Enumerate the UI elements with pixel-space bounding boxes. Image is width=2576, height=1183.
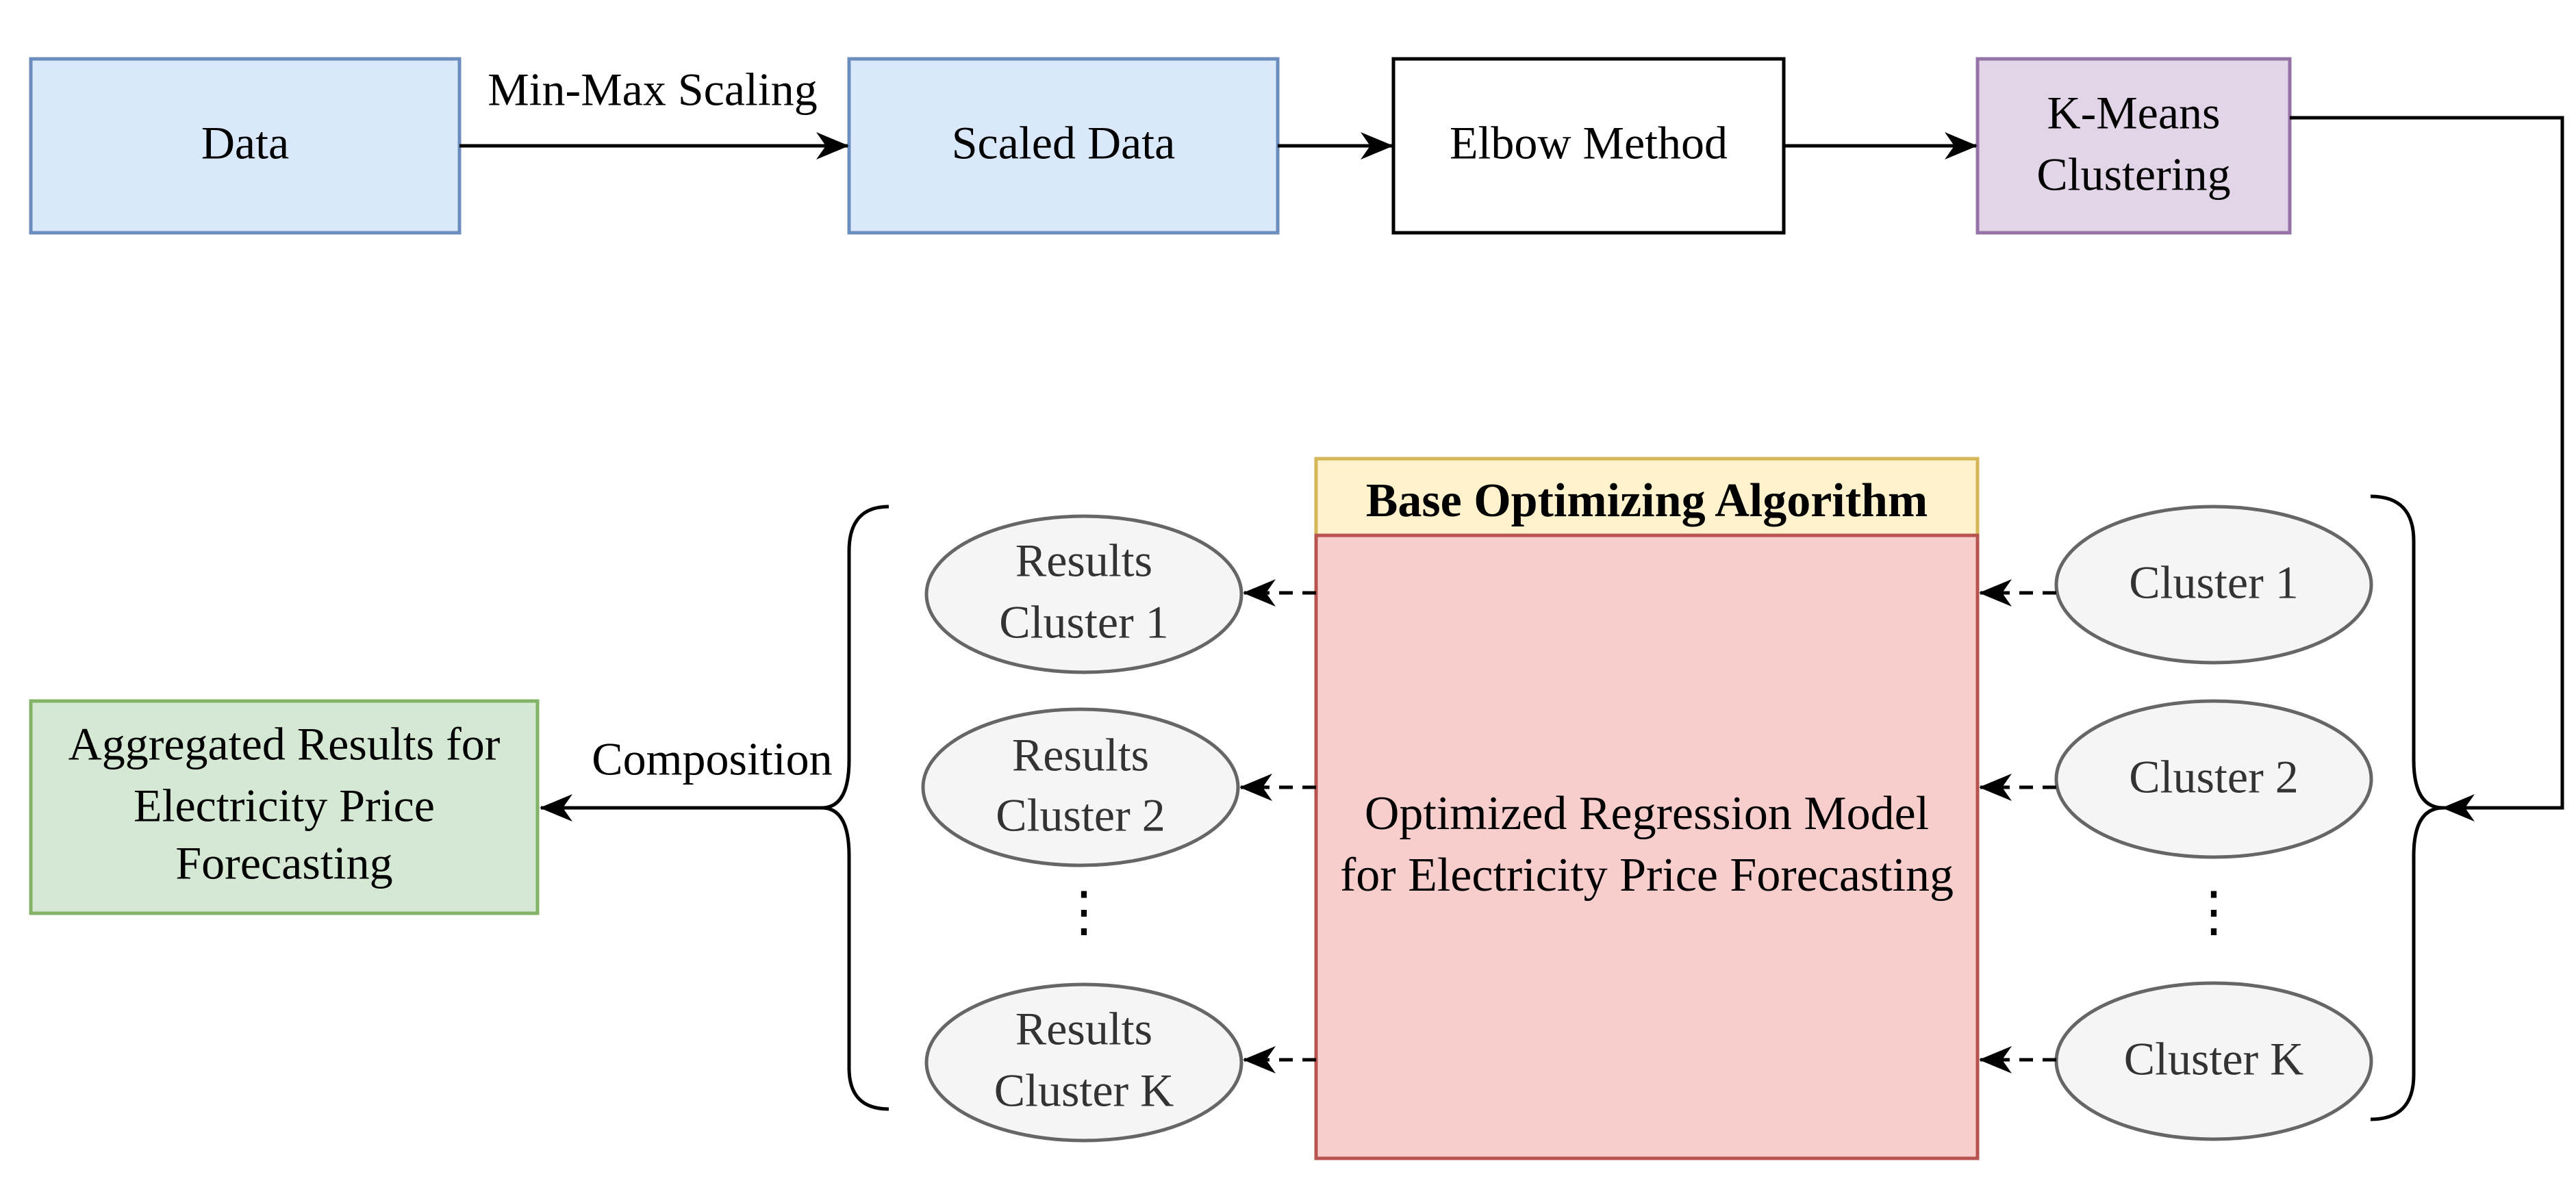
optimized-regression-model-box xyxy=(1314,533,1980,1160)
aggregated-results-line2: Electricity Price xyxy=(134,780,435,832)
clusters-brace xyxy=(2370,494,2444,1121)
results-cluster-k-line1: Results xyxy=(1015,1003,1152,1055)
cluster-k-label: Cluster K xyxy=(2124,1033,2304,1085)
base-optimizing-algorithm-label: Base Optimizing Algorithm xyxy=(1366,474,1928,527)
results-cluster-1-node xyxy=(924,514,1243,674)
results-cluster-2-line2: Cluster 2 xyxy=(996,789,1165,841)
scaled-data-box xyxy=(847,57,1280,235)
results-dots: ⋮ xyxy=(1057,882,1111,942)
results-cluster-2-node xyxy=(921,707,1240,867)
cluster-1-label: Cluster 1 xyxy=(2129,557,2298,609)
results-cluster-1-line2: Cluster 1 xyxy=(999,596,1168,648)
results-cluster-k-line2: Cluster K xyxy=(994,1065,1174,1117)
cluster-1-node xyxy=(2054,505,2373,665)
elbow-method-box xyxy=(1391,57,1786,235)
regression-model-label-line2: for Electricity Price Forecasting xyxy=(1340,849,1954,902)
aggregated-results-line1: Aggregated Results for xyxy=(68,718,501,770)
aggregated-results-line3: Forecasting xyxy=(175,837,392,889)
results-cluster-1-line1: Results xyxy=(1015,535,1152,587)
min-max-scaling-label: Min-Max Scaling xyxy=(488,64,818,116)
kmeans-label-line1: K-Means xyxy=(2047,87,2220,139)
results-cluster-k-node xyxy=(924,982,1243,1143)
connector-kmeans-to-clusters xyxy=(2290,116,2564,822)
aggregated-results-box xyxy=(29,699,540,915)
cluster-2-label: Cluster 2 xyxy=(2129,751,2298,803)
composition-label: Composition xyxy=(592,733,832,785)
data-box xyxy=(29,57,462,235)
kmeans-label-line2: Clustering xyxy=(2036,149,2230,201)
scaled-data-label: Scaled Data xyxy=(952,117,1176,169)
results-cluster-2-line1: Results xyxy=(1012,729,1149,781)
kmeans-box xyxy=(1975,57,2292,235)
cluster-dots: ⋮ xyxy=(2186,882,2241,942)
cluster-2-node xyxy=(2054,699,2373,859)
regression-model-label-line1: Optimized Regression Model xyxy=(1365,787,1929,840)
data-label: Data xyxy=(201,117,289,169)
results-brace xyxy=(821,505,889,1111)
elbow-method-label: Elbow Method xyxy=(1450,117,1728,169)
